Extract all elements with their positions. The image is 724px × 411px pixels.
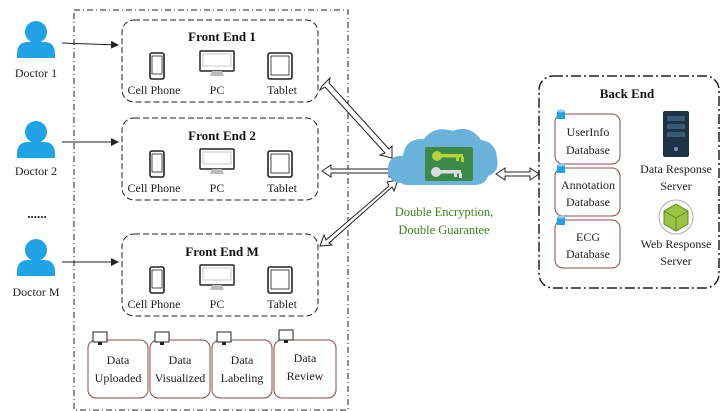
database-label-line2: Database xyxy=(566,247,610,261)
function-label-line1: Data xyxy=(294,351,317,365)
function-label-line2: Visualized xyxy=(155,371,206,385)
frontend-1-device-tablet: Tablet xyxy=(267,83,297,97)
frontend-2-title: Front End 2 xyxy=(188,128,256,143)
monitor-icon xyxy=(278,329,294,343)
pc-icon xyxy=(199,148,235,174)
tablet-icon xyxy=(267,150,293,178)
frontend-1-title: Front End 1 xyxy=(188,29,256,44)
frontend-2-device-tablet: Tablet xyxy=(267,181,297,195)
data-response-server: Data Response Server xyxy=(640,111,712,193)
database-ecg: ECG Database xyxy=(554,215,621,269)
database-label-line2: Database xyxy=(566,195,610,209)
arrow-fem-cloud xyxy=(319,179,399,247)
server-icon xyxy=(663,111,689,157)
encryption-caption-line1: Double Encryption, xyxy=(395,205,494,219)
frontend-2-device-pc: PC xyxy=(210,181,225,195)
tablet-icon xyxy=(267,266,293,294)
function-data-labeling: Data Labeling xyxy=(211,331,273,399)
frontend-container xyxy=(73,9,349,411)
doctor-2-label: Doctor 2 xyxy=(15,164,57,178)
database-box xyxy=(554,167,621,217)
database-icon xyxy=(557,163,565,173)
cell-phone-icon xyxy=(149,52,165,80)
person-icon xyxy=(25,21,47,43)
function-label-line2: Review xyxy=(287,369,324,383)
monitor-icon xyxy=(216,331,232,345)
doctor-1-arrow xyxy=(61,40,119,49)
doctor-m-label: Doctor M xyxy=(13,285,60,299)
doctor-ellipsis: ...... xyxy=(27,206,47,221)
database-label-line1: Annotation xyxy=(561,178,615,192)
person-icon xyxy=(25,239,47,261)
frontend-m-device-tablet: Tablet xyxy=(267,297,297,311)
function-data-review: Data Review xyxy=(273,329,337,399)
person-body-icon xyxy=(17,142,55,158)
cell-phone-icon xyxy=(149,266,165,294)
monitor-icon xyxy=(154,331,170,345)
arrow-fe2-cloud xyxy=(321,164,399,178)
function-box xyxy=(211,339,273,399)
database-box xyxy=(554,113,621,165)
frontend-m-device-pc: PC xyxy=(210,297,225,311)
key-icon xyxy=(432,151,464,162)
key-icon xyxy=(431,167,462,178)
frontend-2: Front End 2 Cell Phone PC Tablet xyxy=(121,117,319,201)
database-box xyxy=(554,219,621,269)
frontend-m-title: Front End M xyxy=(185,244,258,259)
doctor-2 xyxy=(17,121,55,158)
server-label-line1: Web Response xyxy=(641,237,712,251)
encryption-caption-line2: Double Guarantee xyxy=(398,223,490,237)
backend-title: Back End xyxy=(600,86,655,101)
frontend-1: Front End 1 Cell Phone PC Tablet xyxy=(121,19,319,103)
function-box xyxy=(273,339,337,399)
monitor-icon xyxy=(92,331,108,345)
function-label-line2: Uploaded xyxy=(95,371,142,385)
function-box xyxy=(149,339,211,399)
database-label-line1: UserInfo xyxy=(567,125,610,139)
person-body-icon xyxy=(17,42,55,58)
person-icon xyxy=(25,121,47,143)
function-label-line1: Data xyxy=(231,353,254,367)
function-data-visualized: Data Visualized xyxy=(149,331,211,399)
frontend-m-device-phone: Cell Phone xyxy=(128,297,181,311)
arrow-fe1-cloud xyxy=(318,76,393,159)
function-label-line1: Data xyxy=(107,353,130,367)
frontend-1-device-phone: Cell Phone xyxy=(128,83,181,97)
database-icon xyxy=(557,215,565,225)
frontend-m: Front End M Cell Phone PC Tablet xyxy=(121,233,319,317)
web-server-icon xyxy=(658,199,694,235)
frontend-1-device-pc: PC xyxy=(210,83,225,97)
database-label-line2: Database xyxy=(566,143,610,157)
doctor-m xyxy=(17,239,55,276)
frontend-2-device-phone: Cell Phone xyxy=(128,181,181,195)
database-annotation: Annotation Database xyxy=(554,163,621,217)
server-label-line1: Data Response xyxy=(640,162,712,176)
cell-phone-icon xyxy=(149,150,165,178)
web-response-server: Web Response Server xyxy=(641,199,712,268)
function-box xyxy=(87,339,149,399)
tablet-icon xyxy=(267,52,293,80)
doctor-1-label: Doctor 1 xyxy=(15,66,57,80)
arrow-cloud-backend xyxy=(495,167,540,181)
function-data-uploaded: Data Uploaded xyxy=(87,331,149,399)
database-label-line1: ECG xyxy=(576,230,600,244)
pc-icon xyxy=(199,50,235,76)
server-label-line2: Server xyxy=(660,254,691,268)
function-label-line2: Labeling xyxy=(221,371,264,385)
function-label-line1: Data xyxy=(169,353,192,367)
person-body-icon xyxy=(17,260,55,276)
key-panel xyxy=(425,147,473,181)
pc-icon xyxy=(199,264,235,290)
doctor-1 xyxy=(17,21,55,58)
cloud xyxy=(388,128,498,186)
database-userinfo: UserInfo Database xyxy=(554,109,621,165)
database-icon xyxy=(557,109,565,119)
server-label-line2: Server xyxy=(660,179,691,193)
backend-container xyxy=(538,75,720,289)
